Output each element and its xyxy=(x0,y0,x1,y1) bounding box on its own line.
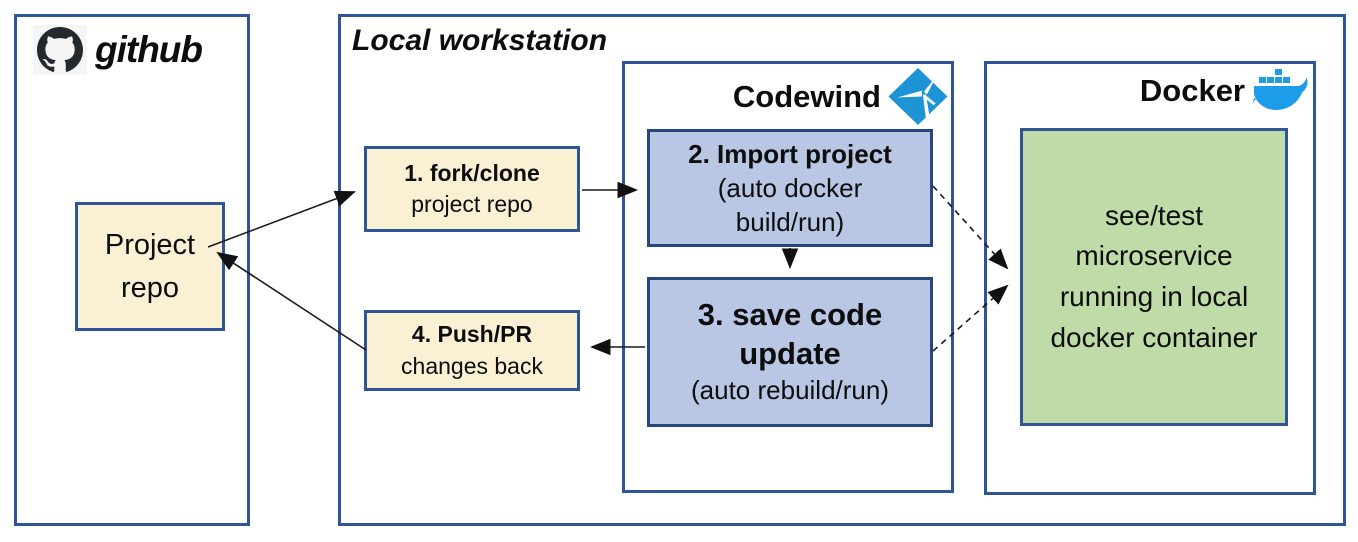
project-repo-box: Project repo xyxy=(75,202,225,331)
github-header: github xyxy=(33,25,203,75)
docker-header: Docker xyxy=(1140,68,1310,114)
local-workstation-title: Local workstation xyxy=(352,24,608,57)
docker-container-box: see/test microservice running in local d… xyxy=(1020,128,1288,426)
fork-clone-subtitle: project repo xyxy=(411,191,533,217)
fork-clone-title: 1. fork/clone xyxy=(404,159,540,186)
import-project-box: 2. Import project (auto docker build/run… xyxy=(647,129,933,247)
docker-title: Docker xyxy=(1139,73,1245,108)
save-code-update-box: 3. save code update (auto rebuild/run) xyxy=(647,277,933,427)
project-repo-label: Project repo xyxy=(104,229,196,304)
import-project-title: 2. Import project xyxy=(688,138,892,169)
push-pr-title: 4. Push/PR xyxy=(411,321,533,348)
codewind-header: Codewind xyxy=(733,68,948,125)
push-pr-subtitle: changes back xyxy=(401,352,543,379)
push-pr-box: 4. Push/PR changes back xyxy=(364,310,580,391)
github-panel: github Project repo xyxy=(14,14,250,526)
save-code-update-title: 3. save code update xyxy=(697,297,883,372)
save-code-update-subtitle: (auto rebuild/run) xyxy=(691,374,889,405)
github-title: github xyxy=(95,29,203,70)
docker-whale-icon xyxy=(1252,68,1310,114)
docker-container-label: see/test microservice running in local d… xyxy=(1050,199,1258,353)
codewind-logo-icon xyxy=(888,68,948,125)
codewind-title: Codewind xyxy=(732,78,881,114)
github-octocat-icon xyxy=(33,25,87,75)
fork-clone-box: 1. fork/clone project repo xyxy=(364,146,580,232)
import-project-subtitle: (auto docker build/run) xyxy=(717,172,863,238)
